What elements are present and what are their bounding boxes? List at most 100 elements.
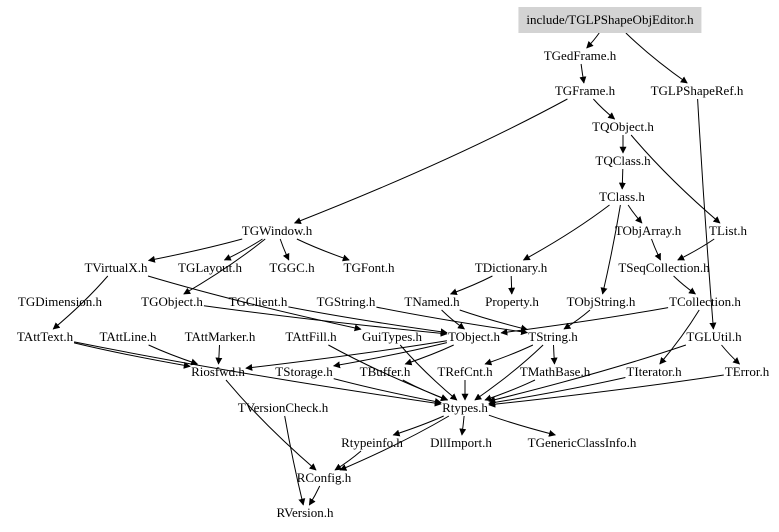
node-TGGC[interactable]: TGGC.h	[269, 260, 315, 275]
edge-TGLPShapeRef-to-TGLUtil	[697, 98, 717, 330]
node-TGWindow[interactable]: TGWindow.h	[241, 223, 313, 238]
edge-Rtypeinfo-to-RConfig	[334, 450, 362, 471]
edge-TNamed-to-TString	[459, 309, 528, 332]
edge-TGWindow-to-TVirtualX	[147, 238, 243, 263]
node-TGString[interactable]: TGString.h	[316, 294, 376, 309]
edge-TError-to-Rtypes	[488, 374, 724, 408]
node-TGFont[interactable]: TGFont.h	[343, 260, 395, 275]
edge-TStorage-to-Rtypes	[333, 378, 442, 405]
node-TGLPShapeRef[interactable]: TGLPShapeRef.h	[650, 83, 744, 98]
node-TAttText[interactable]: TAttText.h	[16, 329, 74, 344]
node-TNamed[interactable]: TNamed.h	[404, 294, 460, 309]
edge-TMathBase-to-Rtypes	[484, 379, 536, 402]
edge-TObject-to-Riosfwd	[245, 340, 447, 371]
edge-TVirtualX-to-TAttText	[52, 275, 109, 330]
node-Rtypes[interactable]: Rtypes.h	[442, 400, 488, 415]
node-TAttLine[interactable]: TAttLine.h	[99, 329, 157, 344]
node-TGDimension[interactable]: TGDimension.h	[17, 294, 103, 309]
edge-TSeqCollection-to-TCollection	[673, 275, 696, 295]
node-TGedFrame[interactable]: TGedFrame.h	[543, 48, 617, 63]
edge-TVersionCheck-to-RVersion	[284, 415, 306, 506]
edge-TGLUtil-to-Rtypes	[488, 344, 687, 404]
edge-TString-to-TRefCnt	[484, 344, 534, 366]
node-TAttFill[interactable]: TAttFill.h	[285, 329, 337, 344]
node-TGObject[interactable]: TGObject.h	[141, 294, 203, 309]
node-TGClient[interactable]: TGClient.h	[228, 294, 288, 309]
edge-TObject-to-TStorage	[333, 342, 448, 369]
edge-TQObject-to-TList	[630, 134, 721, 224]
node-TGLUtil[interactable]: TGLUtil.h	[686, 329, 742, 344]
node-TSeqCollection[interactable]: TSeqCollection.h	[618, 260, 710, 275]
node-TGLayout[interactable]: TGLayout.h	[178, 260, 242, 275]
edge-TAttMarker-to-Riosfwd	[215, 344, 223, 365]
node-TMathBase[interactable]: TMathBase.h	[519, 364, 591, 379]
node-Riosfwd[interactable]: Riosfwd.h	[191, 364, 245, 379]
edge-TGFrame-to-TGWindow	[293, 98, 568, 224]
node-TObjArray[interactable]: TObjArray.h	[614, 223, 682, 238]
node-TObjString[interactable]: TObjString.h	[566, 294, 636, 309]
node-Rtypeinfo[interactable]: Rtypeinfo.h	[341, 435, 403, 450]
edge-TBuffer-to-Rtypes	[402, 379, 448, 401]
edge-TObjString-to-TString	[563, 309, 591, 330]
edge-TQClass-to-TClass	[618, 168, 626, 190]
node-TGenericClassInfo[interactable]: TGenericClassInfo.h	[527, 435, 637, 450]
edge-TNamed-to-TObject	[441, 309, 465, 330]
node-root[interactable]: include/TGLPShapeObjEditor.h	[518, 7, 702, 33]
edge-TDictionary-to-TNamed	[449, 275, 493, 296]
edge-TList-to-TSeqCollection	[677, 238, 715, 261]
node-TQObject[interactable]: TQObject.h	[592, 119, 654, 134]
edge-TGLUtil-to-TError	[721, 344, 741, 365]
edge-Rtypes-to-Rtypeinfo	[392, 415, 444, 437]
node-TCollection[interactable]: TCollection.h	[669, 294, 741, 309]
edge-RConfig-to-RVersion	[308, 485, 321, 506]
edge-Rtypes-to-DllImport	[459, 415, 467, 436]
edge-TCollection-to-TIterator	[659, 309, 700, 365]
node-TStorage[interactable]: TStorage.h	[275, 364, 333, 379]
edge-TObject-to-TBuffer	[404, 344, 454, 366]
edge-Riosfwd-to-RConfig	[225, 379, 317, 471]
edge-TDictionary-to-Property	[508, 275, 516, 295]
edge-TString-to-Rtypes	[474, 344, 544, 401]
node-TGFrame[interactable]: TGFrame.h	[554, 83, 616, 98]
node-TString[interactable]: TString.h	[528, 329, 578, 344]
node-TVirtualX[interactable]: TVirtualX.h	[84, 260, 148, 275]
edge-TGWindow-to-TGGC	[279, 238, 290, 261]
edge-GuiTypes-to-Rtypes	[399, 344, 458, 401]
edge-root-to-TGedFrame	[586, 32, 600, 49]
edge-TGString-to-TString	[376, 306, 528, 336]
edge-TIterator-to-Rtypes	[488, 377, 626, 406]
node-TList[interactable]: TList.h	[709, 223, 747, 238]
edge-TAttText-to-Riosfwd	[73, 342, 191, 369]
edge-TVirtualX-to-GuiTypes	[147, 275, 362, 332]
edge-TObjArray-to-TSeqCollection	[651, 238, 661, 261]
edge-TGObject-to-TObject	[203, 305, 448, 337]
node-TDictionary[interactable]: TDictionary.h	[474, 260, 548, 275]
node-TQClass[interactable]: TQClass.h	[595, 153, 651, 168]
edge-TAttLine-to-Riosfwd	[148, 344, 199, 366]
edge-TGWindow-to-TGLayout	[223, 238, 263, 261]
node-TObject[interactable]: TObject.h	[447, 329, 501, 344]
edge-TClass-to-TDictionary	[522, 204, 610, 261]
node-DllImport[interactable]: DllImport.h	[430, 435, 492, 450]
edge-Rtypes-to-TGenericClassInfo	[488, 414, 556, 437]
node-TVersionCheck[interactable]: TVersionCheck.h	[237, 400, 329, 415]
node-TRefCnt[interactable]: TRefCnt.h	[437, 364, 493, 379]
node-RConfig[interactable]: RConfig.h	[296, 470, 352, 485]
node-TAttMarker[interactable]: TAttMarker.h	[184, 329, 256, 344]
node-TIterator[interactable]: TIterator.h	[626, 364, 682, 379]
edge-TGWindow-to-TGFont	[296, 238, 350, 262]
node-TBuffer[interactable]: TBuffer.h	[359, 364, 411, 379]
edge-TGedFrame-to-TGFrame	[579, 63, 587, 84]
node-RVersion[interactable]: RVersion.h	[276, 505, 334, 520]
edge-TClass-to-TObjArray	[627, 204, 643, 224]
edge-TAttText-to-Rtypes	[74, 341, 442, 407]
edge-TGFrame-to-TQObject	[593, 98, 616, 120]
node-Property[interactable]: Property.h	[485, 294, 539, 309]
edge-TGClient-to-TObject	[288, 306, 448, 336]
node-TError[interactable]: TError.h	[724, 364, 770, 379]
node-TClass[interactable]: TClass.h	[599, 189, 645, 204]
node-GuiTypes[interactable]: GuiTypes.h	[361, 329, 423, 344]
edge-Rtypes-to-RConfig	[339, 415, 450, 471]
